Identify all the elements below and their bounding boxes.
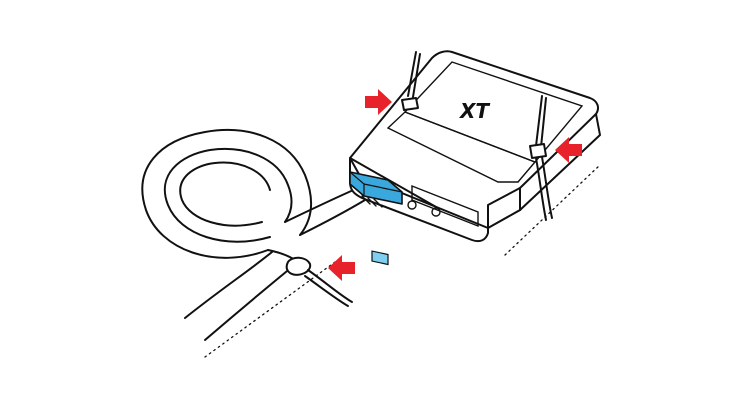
- harness-connector: [349, 171, 403, 266]
- cable-tie-right: [529, 95, 553, 221]
- control-module: XT: [349, 50, 601, 243]
- port-circle-2: [431, 207, 441, 217]
- arrow-right-tie: [555, 137, 582, 163]
- cable-tie-top-left: [401, 51, 421, 111]
- wiring-harness: [141, 128, 366, 341]
- cable-tie-harness: [285, 256, 312, 276]
- port-circle-1: [407, 200, 417, 210]
- arrow-cable-tie: [328, 255, 355, 281]
- mounting-surface: [204, 164, 601, 358]
- device-label: XT: [458, 99, 490, 123]
- arrow-top-left-tie: [365, 89, 392, 115]
